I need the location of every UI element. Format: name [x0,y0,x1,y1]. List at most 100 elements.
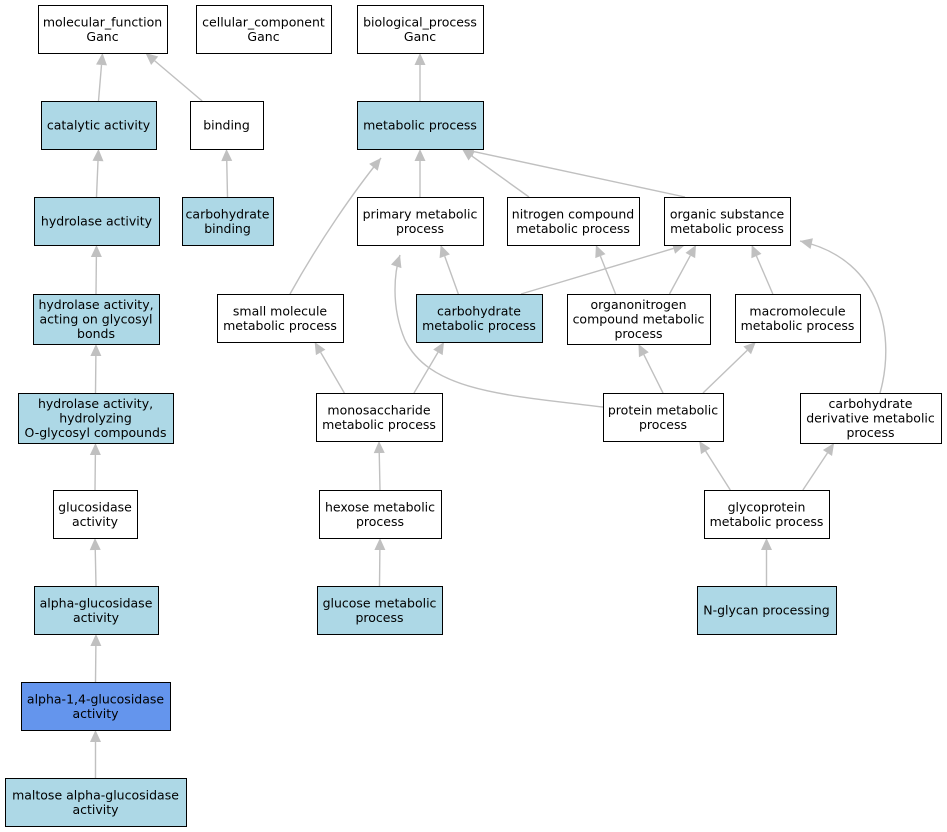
node-label: process [639,417,687,432]
arrowhead-icon [89,443,101,456]
edge-carb_met-to-organic [520,243,685,295]
edge-protein-to-primary [390,254,604,408]
edge-glycoprotein-to-carb_deriv [802,443,835,491]
arrowhead-icon [314,342,326,356]
edge-carb_binding-to-binding [221,149,233,198]
edge-monosaccharide-to-carb_met [413,342,444,394]
node-box [196,5,332,54]
node-label: hydrolase activity, [38,297,153,312]
edge-line [94,549,97,587]
node-label: Ganc [247,29,279,44]
edge-line [668,255,691,295]
node-label: metabolic process [363,118,477,133]
arrowhead-icon [414,149,426,161]
node-label: alpha-1,4-glucosidase [27,691,164,706]
node-box [34,586,159,635]
go-term-node-o-glycosyl[interactable]: hydrolase activity,hydrolyzingO-glycosyl… [18,393,174,444]
edge-line [643,354,664,394]
arrowhead-icon [595,245,606,259]
arrowhead-icon [90,634,102,647]
node-box [5,778,187,827]
node-box [319,490,442,539]
node-label: glucosidase [58,499,132,514]
go-term-node-nglycan[interactable]: N-glycan processing [697,586,837,635]
node-label: acting on glycosyl [40,312,153,327]
node-box [704,490,830,539]
node-box [567,294,711,345]
go-term-node-hydrolase[interactable]: hydrolase activity [34,197,160,246]
edge-monosaccharide-to-small [314,342,345,394]
edge-hydrolase-to-catalytic [92,149,104,198]
arrowhead-icon [699,441,711,455]
edge-line [413,351,439,394]
node-label: activity [72,706,119,721]
node-box [41,101,157,150]
node-label: monosaccharide [327,402,430,417]
arrowhead-icon [374,538,386,551]
edge-line [394,254,604,408]
edge-line [97,64,103,102]
node-label: macromolecule [749,303,845,318]
nodes-layer: molecular_functionGanccellular_component… [5,5,942,827]
node-label: binding [203,118,250,133]
node-box [18,393,174,444]
edge-glycoprotein-to-protein [699,441,731,491]
node-label: metabolic process [322,417,436,432]
node-box [800,393,942,444]
edge-metabolic-to-bp [414,53,426,101]
node-label: organonitrogen [590,297,686,312]
edges-layer [89,53,887,778]
node-box [416,294,543,343]
node-label: N-glycan processing [703,603,829,618]
node-label: metabolic process [422,318,536,333]
edge-hexose-to-monosaccharide [373,441,385,491]
node-label: molecular_function [43,14,162,29]
arrowhead-icon [96,53,107,66]
go-term-node-glycosyl[interactable]: hydrolase activity,acting on glycosylbon… [33,294,160,345]
arrowhead-icon [743,342,756,355]
edge-line [226,160,229,198]
node-label: process [355,610,403,625]
node-box [34,197,160,246]
node-label: maltose alpha-glucosidase [12,787,179,802]
node-label: biological_process [363,14,477,29]
node-label: bonds [77,326,115,341]
node-label: hydrolase activity, [38,396,153,411]
node-label: Ganc [86,29,118,44]
node-label: carbohydrate [186,206,270,221]
go-term-node-binding[interactable]: binding [190,101,264,150]
edge-glucosidase-to-o_glycosyl [89,443,101,491]
go-term-node-catalytic[interactable]: catalytic activity [41,101,157,150]
arrowhead-icon [221,149,233,162]
arrowhead-icon [90,730,101,742]
node-box [317,586,443,635]
edge-line [320,352,345,394]
node-label: small molecule [233,303,328,318]
node-label: primary metabolic [363,206,478,221]
go-term-node-metabolic[interactable]: metabolic process [357,101,484,150]
node-box [735,294,861,343]
edge-line [520,247,674,295]
node-box [217,294,344,343]
